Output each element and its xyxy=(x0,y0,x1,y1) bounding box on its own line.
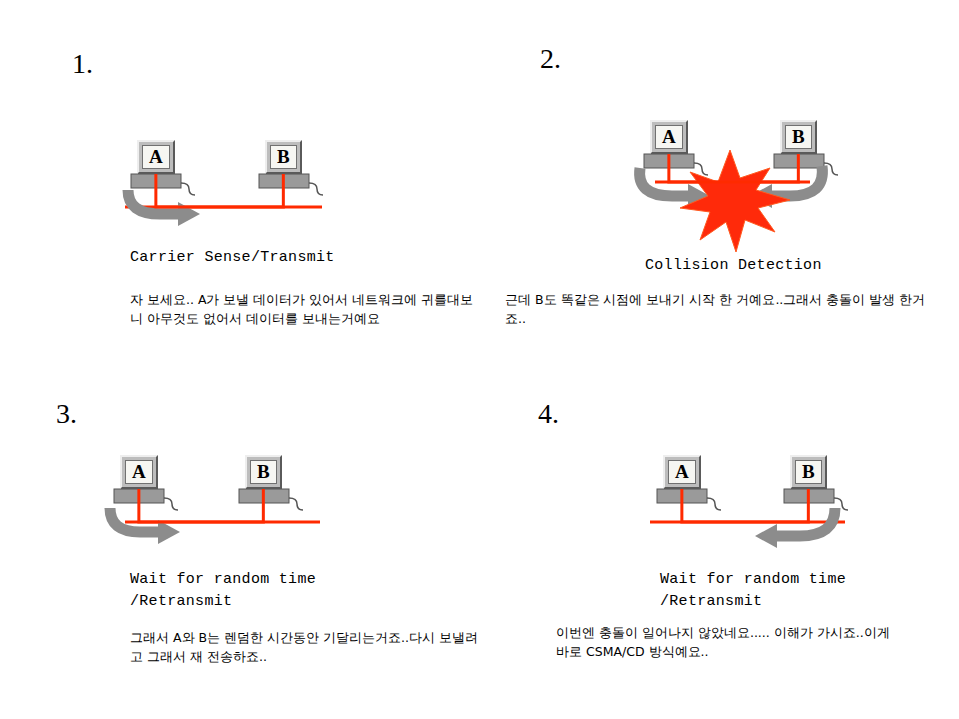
explanation-note: 근데 B도 똑같은 시점에 보내기 시작 한 거예요..그래서 충돌이 발생 한… xyxy=(505,290,945,328)
collision-burst xyxy=(680,150,790,252)
station-letter: B xyxy=(250,460,277,484)
explanation-note: 이번엔 충돌이 일어나지 않았네요..... 이해가 가시죠..이게 바로 CS… xyxy=(556,623,906,661)
computer-monitor: A xyxy=(137,140,175,174)
step-caption: Wait for random time /Retransmit xyxy=(130,569,330,613)
computer-monitor: B xyxy=(265,140,302,174)
computer-monitor: A xyxy=(650,120,688,154)
station-letter: B xyxy=(795,460,822,484)
network-bus xyxy=(669,154,798,182)
computer-monitor: A xyxy=(663,455,701,489)
panel-number: 4. xyxy=(538,398,559,430)
station-letter: B xyxy=(785,125,812,149)
station-letter: A xyxy=(668,460,696,484)
arrow-heads xyxy=(158,184,777,548)
station-letter: A xyxy=(125,460,153,484)
step-caption: Carrier Sense/Transmit xyxy=(130,247,335,269)
computer-monitor: B xyxy=(790,455,827,489)
station-letter: B xyxy=(270,145,297,169)
network-bus xyxy=(682,489,808,522)
computer-monitor: B xyxy=(245,455,282,489)
station-letter: A xyxy=(655,125,683,149)
panel-number: 3. xyxy=(56,398,77,430)
panel-number: 1. xyxy=(72,48,93,80)
network-bus xyxy=(156,174,283,207)
explanation-note: 그래서 A와 B는 렌덤한 시간동안 기달리는거죠..다시 보낼려고 그래서 재… xyxy=(130,628,485,666)
station-letter: A xyxy=(142,145,170,169)
computer-monitor: A xyxy=(120,455,158,489)
explanation-note: 자 보세요.. A가 보낼 데이터가 있어서 네트워크에 귀를대보니 아무것도 … xyxy=(130,290,485,328)
computer-monitor: B xyxy=(780,120,817,154)
network-bus xyxy=(139,489,263,522)
step-caption: Wait for random time /Retransmit xyxy=(660,569,860,613)
step-caption: Collision Detection xyxy=(645,255,822,277)
panel-number: 2. xyxy=(540,43,561,75)
